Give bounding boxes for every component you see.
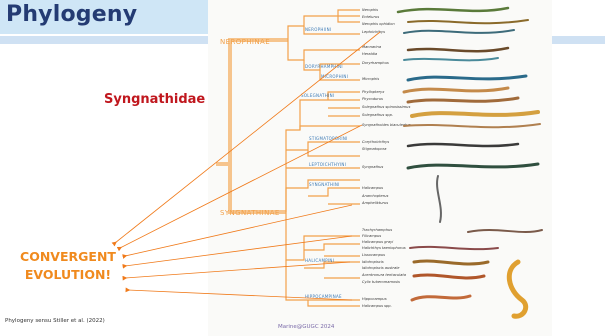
arrow-to-hippocampinae bbox=[128, 290, 352, 300]
convergent-evolution-label: CONVERGENT EVOLUTION! bbox=[8, 248, 128, 284]
convergent-line-2: EVOLUTION! bbox=[8, 266, 128, 284]
arrow-to-syngnathini bbox=[125, 205, 352, 256]
convergent-line-1: CONVERGENT bbox=[8, 248, 128, 266]
arrow-to-halicampini-top bbox=[125, 236, 352, 266]
slide-footer: Marine@GUGC 2024 bbox=[278, 324, 334, 330]
arrow-to-nerophiini bbox=[115, 32, 380, 243]
phylogeny-credit: Phylogeny sensu Stiller et al. (2022) bbox=[5, 318, 105, 324]
arrow-to-halicampini bbox=[125, 262, 350, 278]
syngnathidae-label: Syngnathidae bbox=[104, 92, 205, 107]
convergence-arrows bbox=[115, 32, 380, 300]
